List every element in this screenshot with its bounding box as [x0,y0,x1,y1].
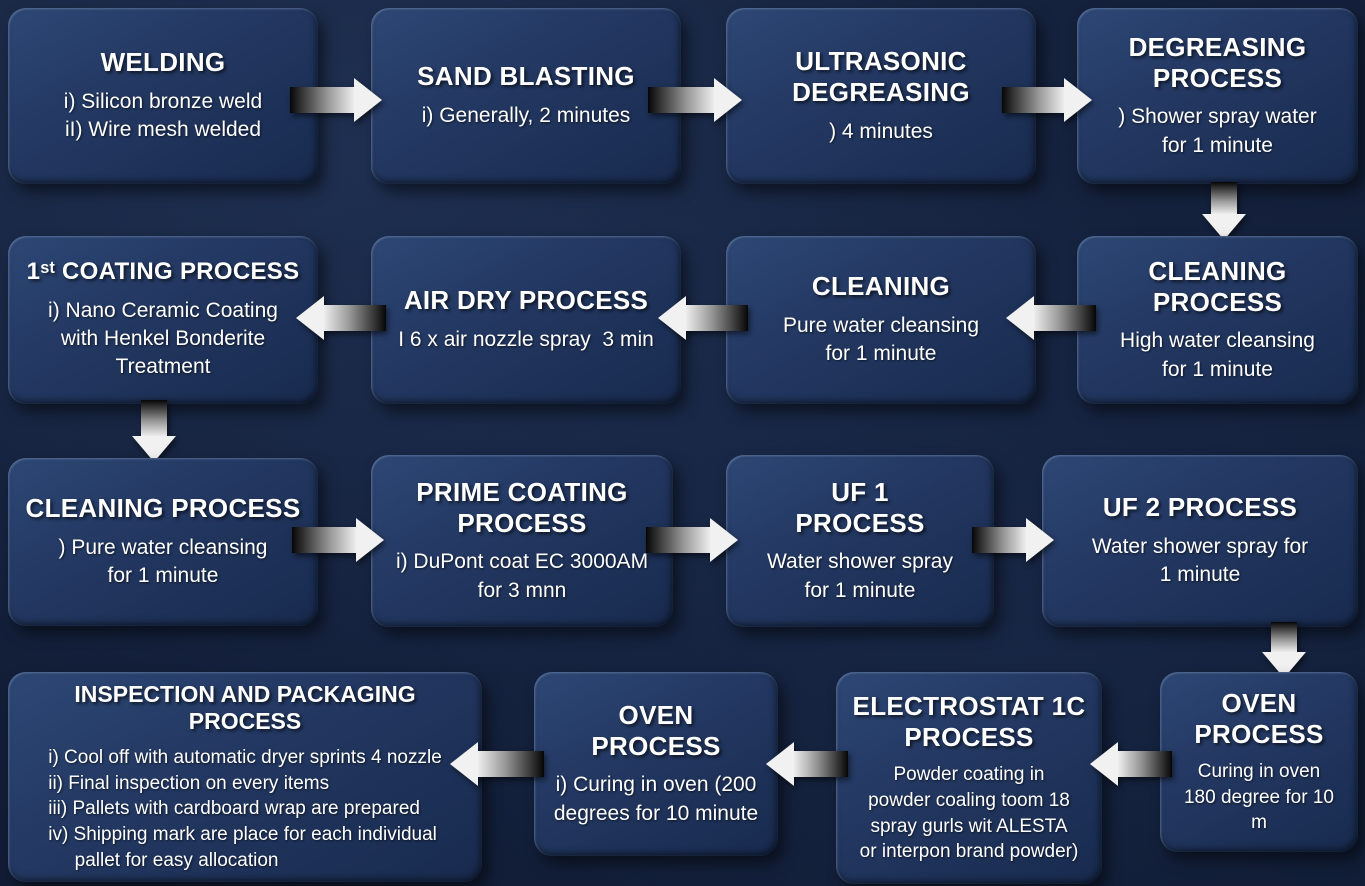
flow-arrow-left-icon [1006,296,1096,340]
box-body: Powder coating in powder coaling toom 18… [859,764,1079,863]
box-title: OVEN PROCESS [1194,687,1324,749]
box-body: i) Silicon bronze weld iI) Wire mesh wel… [63,89,263,142]
process-box-first-coating: 1ˢᵗ COATING PROCESS i) Nano Ceramic Coat… [8,236,318,404]
process-box-ultrasonic-degreasing: ULTRASONIC DEGREASING ) 4 minutes [726,8,1036,184]
box-body: ) 4 minutes [829,119,933,143]
flow-arrow-right-icon [292,518,384,562]
arrow-shaft [141,400,167,436]
box-body: I 6 x air nozzle spray 3 min [398,328,654,352]
flow-arrow-left-icon [1090,742,1172,786]
arrow-head [296,296,324,340]
arrow-head [1026,518,1054,562]
box-title: ULTRASONIC DEGREASING [792,46,970,107]
flow-arrow-right-icon [648,78,742,122]
box-title: ELECTROSTAT 1C PROCESS [852,691,1086,752]
box-body: i) Cool off with automatic dryer sprints… [48,747,442,871]
arrow-head [658,296,686,340]
arrow-shaft [646,527,710,553]
arrow-shaft [1118,751,1172,777]
box-title: CLEANING [811,271,951,302]
arrow-shaft [1002,87,1064,113]
process-box-air-dry: AIR DRY PROCESS I 6 x air nozzle spray 3… [371,236,681,404]
box-title: UF 1 PROCESS [795,476,925,538]
flow-arrow-down-icon [1262,622,1306,678]
box-body: High water cleansing for 1 minute [1120,329,1315,381]
arrow-shaft [686,305,748,331]
process-box-cleaning: CLEANING Pure water cleansing for 1 minu… [726,236,1036,404]
arrow-shaft [290,87,354,113]
flow-arrow-right-icon [646,518,738,562]
arrow-shaft [324,305,386,331]
process-box-inspection-packaging: INSPECTION AND PACKAGING PROCESS i) Cool… [8,672,482,882]
flow-arrow-down-icon [1202,182,1246,240]
flow-arrow-left-icon [766,742,848,786]
box-title: AIR DRY PROCESS [403,285,649,316]
arrow-shaft [794,751,848,777]
box-title: OVEN PROCESS [591,699,721,761]
process-box-uf2: UF 2 PROCESS Water shower spray for 1 mi… [1042,455,1358,627]
box-body: ) Shower spray water for 1 minute [1118,105,1317,157]
box-title: INSPECTION AND PACKAGING PROCESS [74,680,422,734]
box-body: Water shower spray for 1 minute [1091,534,1309,587]
box-title: CLEANING PROCESS [1148,255,1287,317]
box-body: i) Curing in oven (200 degrees for 10 mi… [553,773,759,825]
arrow-shaft [1211,182,1237,214]
process-box-oven-mid: OVEN PROCESS i) Curing in oven (200 degr… [534,672,778,856]
arrow-shaft [648,87,714,113]
flow-arrow-left-icon [296,296,386,340]
arrow-head [1006,296,1034,340]
flow-arrow-right-icon [972,518,1054,562]
arrow-head [714,78,742,122]
arrow-head [1202,214,1246,240]
box-title: UF 2 PROCESS [1102,492,1298,523]
arrow-shaft [972,527,1026,553]
arrow-shaft [1271,622,1297,652]
arrow-head [132,436,176,462]
flow-arrow-left-icon [450,742,544,786]
box-title: CLEANING PROCESS [25,493,301,524]
flow-arrow-right-icon [290,78,382,122]
box-title: DEGREASING PROCESS [1128,31,1307,93]
process-box-uf1: UF 1 PROCESS Water shower spray for 1 mi… [726,455,994,627]
process-box-cleaning-process-row2: CLEANING PROCESS High water cleansing fo… [1077,236,1358,404]
box-body: Curing in oven 180 degree for 10 m [1183,761,1334,834]
arrow-shaft [1034,305,1096,331]
arrow-shaft [292,527,356,553]
flow-arrow-right-icon [1002,78,1092,122]
box-title: 1ˢᵗ COATING PROCESS [26,258,300,286]
process-box-sand-blasting: SAND BLASTING i) Generally, 2 minutes [371,8,681,184]
box-body: Pure water cleansing for 1 minute [782,313,980,366]
arrow-head [450,742,478,786]
arrow-head [354,78,382,122]
box-body: i) DuPont coat EC 3000AM for 3 mnn [395,550,649,602]
box-body: i) Generally, 2 minutes [421,104,631,128]
process-box-cleaning-process-row3: CLEANING PROCESS ) Pure water cleansing … [8,458,318,626]
arrow-head [356,518,384,562]
box-body: i) Nano Ceramic Coating with Henkel Bond… [48,298,278,379]
box-title: PRIME COATING PROCESS [416,476,628,538]
flow-arrow-left-icon [658,296,748,340]
box-body: Water shower spray for 1 minute [767,550,953,602]
arrow-shaft [478,751,544,777]
process-box-oven-right: OVEN PROCESS Curing in oven 180 degree f… [1160,672,1358,852]
arrow-head [766,742,794,786]
box-title: SAND BLASTING [417,61,635,92]
arrow-head [710,518,738,562]
arrow-head [1064,78,1092,122]
box-body: ) Pure water cleansing for 1 minute [58,535,268,588]
flow-arrow-down-icon [132,400,176,462]
box-title: WELDING [100,47,226,78]
process-box-welding: WELDING i) Silicon bronze weld iI) Wire … [8,8,318,184]
process-box-degreasing-process: DEGREASING PROCESS ) Shower spray water … [1077,8,1358,184]
arrow-head [1090,742,1118,786]
process-box-electrostatic: ELECTROSTAT 1C PROCESS Powder coating in… [836,672,1102,884]
process-box-prime-coating: PRIME COATING PROCESS i) DuPont coat EC … [371,455,673,627]
